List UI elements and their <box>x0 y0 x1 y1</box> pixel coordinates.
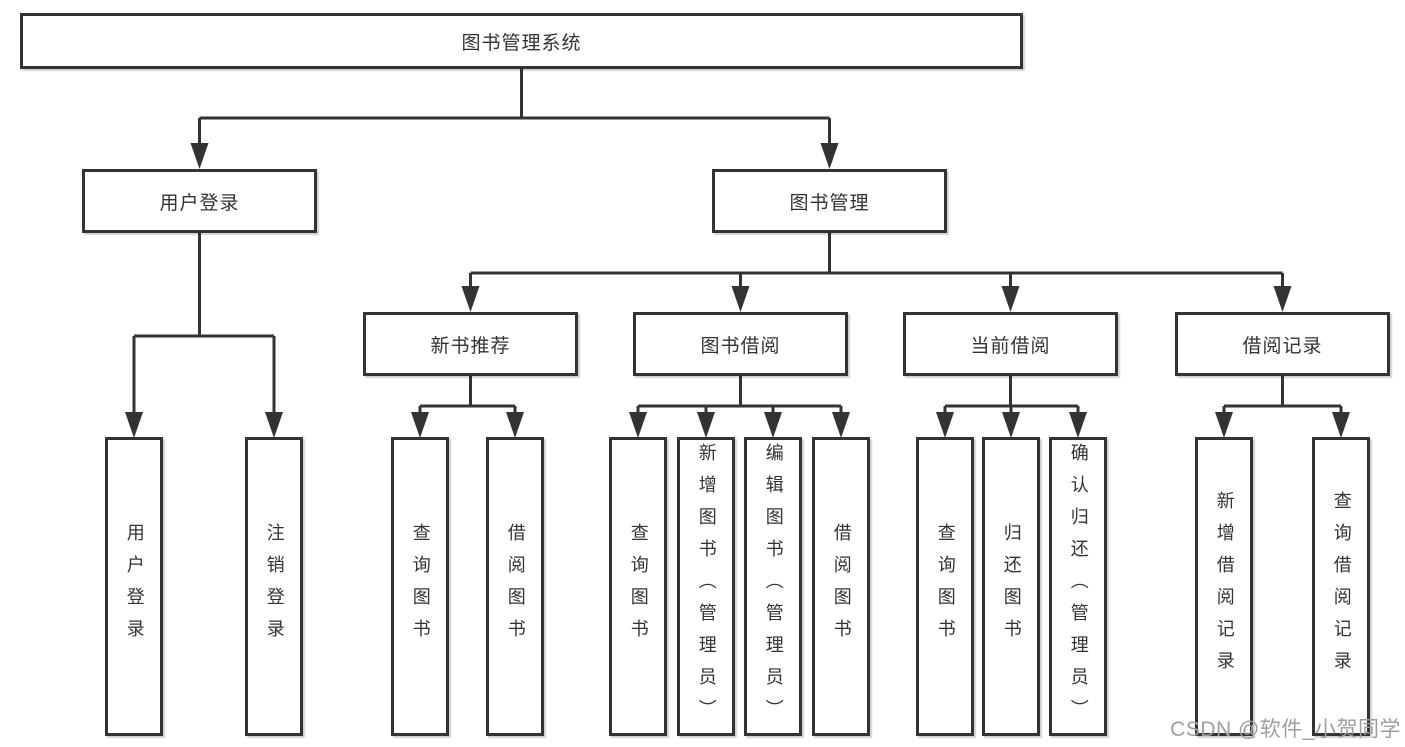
node-leaf-user-login: 用户登录 <box>105 437 163 736</box>
node-current-borrowing: 当前借阅 <box>903 312 1118 376</box>
node-leaf-query-borrow-record: 查询借阅记录 <box>1312 437 1370 736</box>
node-label: 查询图书 <box>410 522 431 651</box>
node-borrowing-records: 借阅记录 <box>1175 312 1390 376</box>
node-label: 图书管理系统 <box>461 32 582 54</box>
node-label: 查询借阅记录 <box>1331 490 1352 683</box>
node-label: 查询图书 <box>628 522 649 651</box>
node-leaf-add-borrow-record: 新增借阅记录 <box>1195 437 1253 736</box>
arrowheads <box>125 143 1350 438</box>
node-leaf-query-books-1: 查询图书 <box>391 437 449 736</box>
node-leaf-query-books-3: 查询图书 <box>916 437 974 736</box>
node-library-system-root: 图书管理系统 <box>20 13 1023 69</box>
node-label: 借阅图书 <box>831 522 852 651</box>
node-leaf-logout: 注销登录 <box>245 437 303 736</box>
node-label: 借阅记录 <box>1242 335 1323 357</box>
node-leaf-query-books-2: 查询图书 <box>609 437 667 736</box>
node-leaf-return-book: 归还图书 <box>982 437 1040 736</box>
node-book-management: 图书管理 <box>712 169 947 233</box>
node-label: 用户登录 <box>124 522 145 651</box>
node-label: 图书管理 <box>789 192 870 214</box>
node-leaf-add-book-admin: 新增图书（管理员） <box>677 437 735 736</box>
node-leaf-edit-book-admin: 编辑图书（管理员） <box>744 437 802 736</box>
node-label: 新增图书（管理员） <box>696 442 717 731</box>
node-label: 查询图书 <box>935 522 956 651</box>
node-label: 注销登录 <box>264 522 285 651</box>
node-label: 借阅图书 <box>505 522 526 651</box>
node-label: 当前借阅 <box>970 335 1051 357</box>
node-leaf-confirm-return-admin: 确认归还（管理员） <box>1049 437 1107 736</box>
watermark: CSDN @软件_小贺同学 <box>1170 718 1401 741</box>
node-label: 用户登录 <box>159 192 240 214</box>
node-leaf-borrow-books-1: 借阅图书 <box>486 437 544 736</box>
node-leaf-borrow-books-2: 借阅图书 <box>812 437 870 736</box>
node-label: 新增借阅记录 <box>1214 490 1235 683</box>
node-label: 归还图书 <box>1001 522 1022 651</box>
node-book-borrowing: 图书借阅 <box>633 312 848 376</box>
node-label: 编辑图书（管理员） <box>763 442 784 731</box>
node-label: 图书借阅 <box>700 335 781 357</box>
node-new-book-recommend: 新书推荐 <box>363 312 578 376</box>
node-label: 确认归还（管理员） <box>1068 442 1089 731</box>
node-label: 新书推荐 <box>430 335 511 357</box>
node-user-login: 用户登录 <box>82 169 317 233</box>
